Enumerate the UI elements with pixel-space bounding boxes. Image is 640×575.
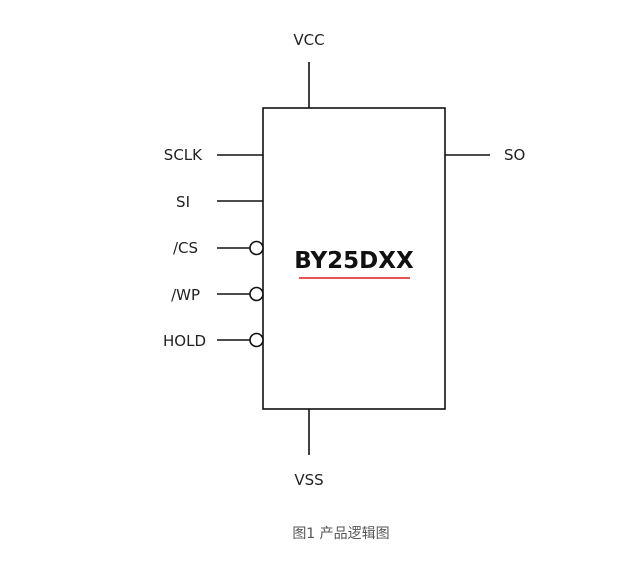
so-pin-label: SO: [504, 146, 525, 164]
cs-pin-label: /CS: [173, 239, 198, 257]
figure-caption: 图1 产品逻辑图: [292, 526, 389, 542]
hold-inversion-bubble: [249, 332, 264, 348]
wp-inversion-bubble: [249, 286, 264, 302]
vcc-pin-label: VCC: [293, 31, 324, 49]
cs-inversion-bubble: [249, 240, 264, 256]
chip-body: [262, 107, 446, 410]
si-pin-label: SI: [176, 193, 190, 211]
sclk-pin-label: SCLK: [164, 146, 203, 164]
chip-name: BY25DXX: [294, 248, 414, 274]
vss-pin-label: VSS: [294, 471, 323, 489]
hold-pin-label: HOLD: [163, 332, 206, 350]
wp-pin-label: /WP: [171, 286, 200, 304]
